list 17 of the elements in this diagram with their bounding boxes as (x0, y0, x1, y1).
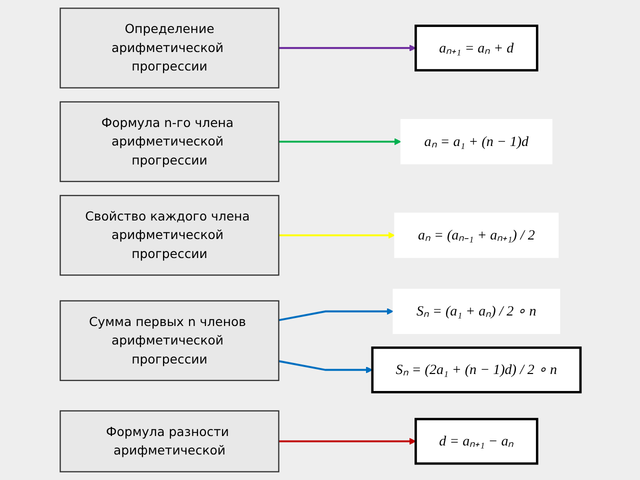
node-box: aₙ₊₁ = aₙ + d (414, 24, 538, 72)
node-box: aₙ = a₁ + (n − 1)d (400, 119, 552, 164)
arrow (278, 360, 372, 374)
node-box: Формула разности арифметической (59, 410, 279, 472)
node-box: Sₙ = (a₁ + aₙ) / 2 ∘ n (392, 288, 560, 334)
node-box: Свойство каждого члена арифметической прогрессии (59, 194, 279, 276)
arrow (278, 438, 416, 445)
arrow (278, 138, 401, 146)
node-box: Sₙ = (2a₁ + (n − 1)d) / 2 ∘ n (370, 346, 582, 394)
arrow (278, 232, 395, 239)
node-box: Определение арифметической прогрессии (59, 8, 279, 88)
node-box: Сумма первых n членов арифметической прогрессии (59, 300, 279, 382)
arrow (278, 44, 416, 52)
arrow (278, 308, 394, 322)
node-box: aₙ = (aₙ₋₁ + aₙ₊₁) / 2 (394, 212, 558, 258)
node-box: d = aₙ₊₁ − aₙ (414, 418, 538, 465)
node-box: Формула n-го члена арифметической прогрессии (59, 101, 279, 182)
